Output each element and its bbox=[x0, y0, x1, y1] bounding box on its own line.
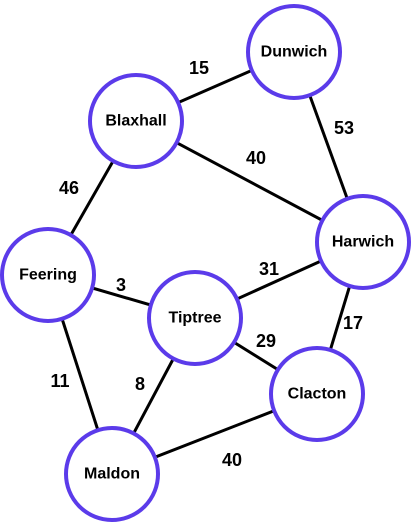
node-harwich: Harwich bbox=[315, 194, 411, 290]
edge-weight-blaxhall-feering: 46 bbox=[59, 178, 79, 198]
node-blaxhall: Blaxhall bbox=[88, 73, 184, 169]
node-circle-harwich bbox=[315, 194, 411, 290]
node-dunwich: Dunwich bbox=[246, 4, 342, 100]
node-label-clacton: Clacton bbox=[288, 386, 347, 403]
edge-weight-harwich-clacton: 17 bbox=[343, 313, 363, 333]
edge-weight-tiptree-harwich: 31 bbox=[259, 259, 279, 279]
edge-weight-maldon-clacton: 40 bbox=[222, 450, 242, 470]
node-label-tiptree: Tiptree bbox=[168, 310, 221, 327]
edge-weight-feering-maldon: 11 bbox=[50, 371, 69, 391]
node-label-blaxhall: Blaxhall bbox=[105, 113, 166, 130]
nodes-layer: DunwichBlaxhallHarwichFeeringTiptreeClac… bbox=[0, 4, 411, 522]
edge-weight-feering-tiptree: 3 bbox=[116, 275, 126, 295]
weights-layer: 15 53 40 46 3 31 17 29 11 8 40 bbox=[50, 58, 363, 470]
edge-weight-tiptree-maldon: 8 bbox=[135, 374, 145, 394]
node-circle-dunwich bbox=[246, 4, 342, 100]
edge-weight-blaxhall-harwich: 40 bbox=[246, 148, 266, 168]
node-circle-tiptree bbox=[147, 270, 243, 366]
node-circle-maldon bbox=[64, 426, 160, 522]
node-circle-feering bbox=[0, 227, 96, 323]
node-label-feering: Feering bbox=[19, 267, 77, 284]
node-label-maldon: Maldon bbox=[84, 466, 140, 483]
edge-weight-blaxhall-dunwich: 15 bbox=[189, 58, 209, 78]
node-label-harwich: Harwich bbox=[332, 234, 394, 251]
node-tiptree: Tiptree bbox=[147, 270, 243, 366]
node-feering: Feering bbox=[0, 227, 96, 323]
edge-weight-dunwich-harwich: 53 bbox=[334, 118, 354, 138]
node-clacton: Clacton bbox=[269, 346, 365, 442]
node-maldon: Maldon bbox=[64, 426, 160, 522]
node-circle-blaxhall bbox=[88, 73, 184, 169]
edge-weight-tiptree-clacton: 29 bbox=[256, 331, 276, 351]
node-label-dunwich: Dunwich bbox=[261, 44, 328, 61]
node-circle-clacton bbox=[269, 346, 365, 442]
